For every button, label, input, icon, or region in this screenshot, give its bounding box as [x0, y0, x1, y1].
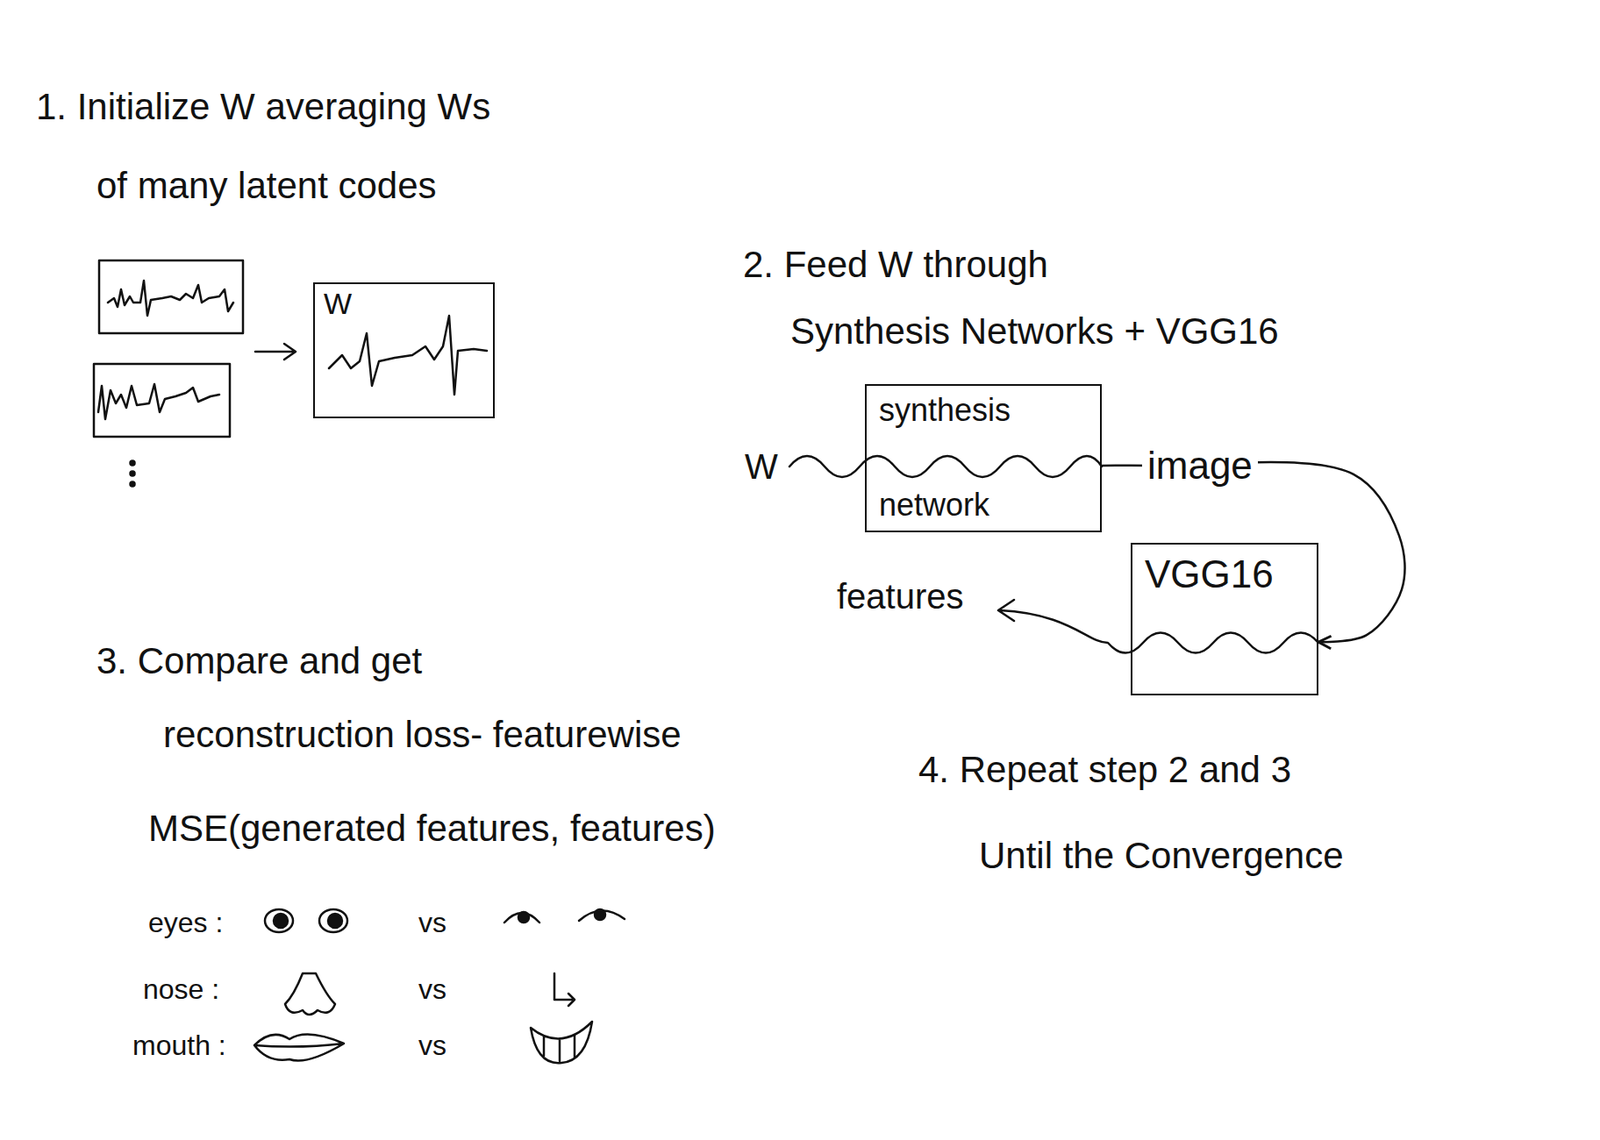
latent-box — [99, 260, 243, 334]
waveform — [328, 315, 487, 395]
waveform — [107, 280, 234, 316]
eye-symbol — [273, 914, 288, 929]
note-text: 4. Repeat step 2 and 3 Until the Converg… — [918, 727, 1344, 900]
note-text: 2. Feed W through Synthesis Networks + V… — [742, 231, 1279, 365]
ellipsis-dot — [130, 482, 136, 487]
eye-symbol — [328, 914, 343, 929]
note-text: eyes : — [148, 900, 223, 945]
box-text: network — [878, 485, 990, 524]
wave-line — [998, 600, 1319, 654]
eye-symbol — [504, 913, 540, 923]
wave-line — [789, 456, 1102, 478]
average-arrow — [255, 343, 296, 360]
note-text: W — [744, 440, 779, 493]
box-text: W — [323, 285, 352, 322]
waveform — [98, 384, 220, 420]
note-text: vs — [418, 900, 447, 945]
latent-box — [93, 364, 230, 437]
process-box: W — [313, 282, 495, 419]
nose-symbol — [285, 973, 336, 1015]
note-text: MSE(generated features, features) — [148, 802, 716, 856]
note-text: 1. Initialize W averaging Ws of many lat… — [35, 67, 491, 226]
note-text: vs — [418, 967, 447, 1012]
mouth-symbol — [254, 1035, 344, 1062]
edge-label: image — [1142, 442, 1258, 489]
eye-symbol — [319, 909, 348, 933]
eye-symbol — [518, 912, 529, 923]
note-text: 3. Compare and get reconstruction loss- … — [96, 624, 682, 772]
process-box: synthesis network — [864, 384, 1102, 533]
box-text: VGG16 — [1144, 551, 1274, 599]
eye-symbol — [594, 909, 606, 921]
box-text: synthesis — [878, 391, 1011, 429]
connector — [1101, 462, 1406, 643]
mouth-symbol — [530, 1021, 593, 1064]
note-text: vs — [418, 1023, 447, 1068]
eye-symbol — [264, 909, 293, 933]
nose-symbol — [554, 973, 575, 1007]
ellipsis-dot — [130, 471, 136, 477]
process-box: VGG16 — [1130, 542, 1319, 696]
note-text: nose : — [142, 967, 220, 1012]
ellipsis-dot — [130, 461, 136, 466]
note-text: mouth : — [132, 1023, 227, 1068]
note-text: features — [836, 570, 965, 623]
